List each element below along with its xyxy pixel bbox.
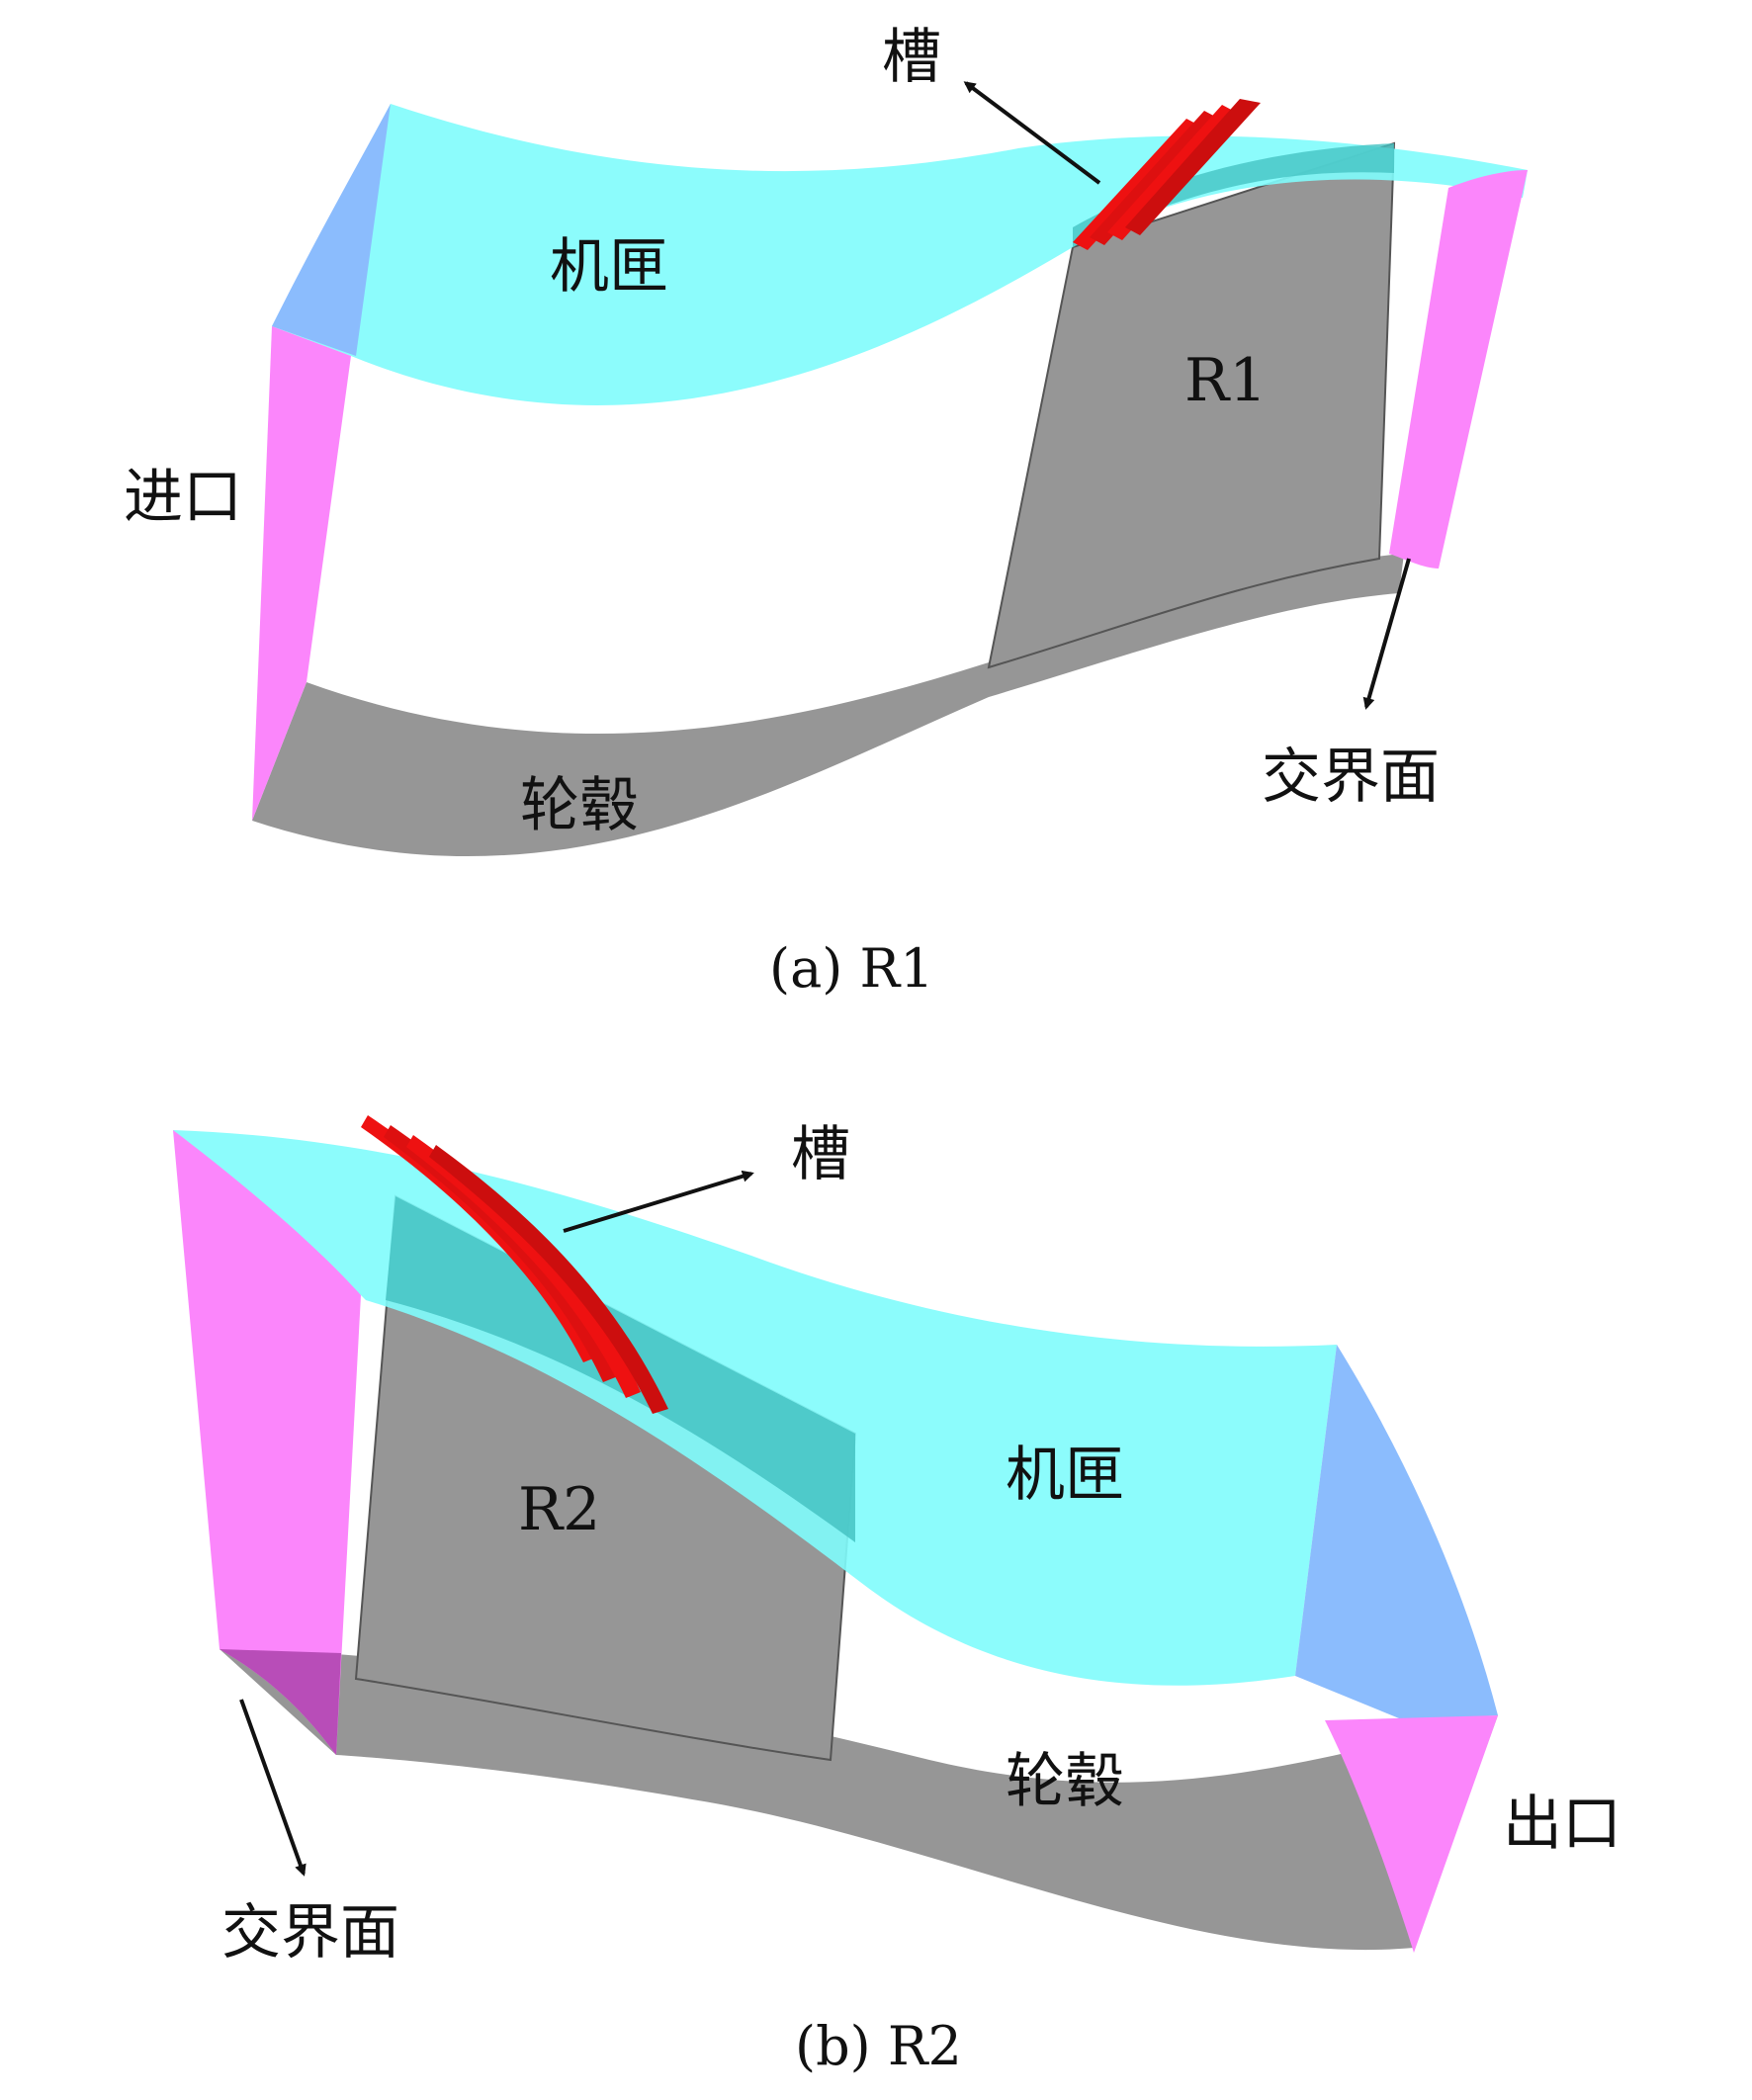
label-interface-a: 交界面 <box>1262 743 1440 812</box>
inlet-surface-a <box>252 326 351 821</box>
caption-a: (a) R1 <box>769 937 934 1000</box>
label-blade-r2: R2 <box>518 1475 600 1544</box>
label-hub-b: 轮毂 <box>1006 1747 1124 1816</box>
groove-slots-b <box>361 1115 668 1414</box>
outlet-overlap-b <box>1295 1345 1498 1720</box>
outlet-surface-b <box>1325 1715 1498 1953</box>
groove-arrow-b <box>563 1170 754 1233</box>
panel-b: 槽 R2 机匣 轮毂 出口 交界面 (b) R2 <box>173 1115 1621 2077</box>
label-casing-b: 机匣 <box>1006 1441 1124 1510</box>
interface-surface-a <box>1389 170 1528 569</box>
label-groove-b: 槽 <box>791 1120 850 1189</box>
hub-surface-a <box>252 554 1404 857</box>
casing-blade-overlap-a <box>1073 143 1394 247</box>
caption-b: (b) R2 <box>795 2015 962 2077</box>
groove-slots-a <box>1073 99 1261 250</box>
hub-surface-b <box>219 1649 1498 1951</box>
inlet-overlap-a <box>272 104 391 356</box>
label-blade-r1: R1 <box>1184 346 1267 415</box>
interface-surface-b <box>173 1130 361 1755</box>
groove-arrow-a <box>963 81 1101 185</box>
interface-arrow-a <box>1362 558 1411 710</box>
label-casing-a: 机匣 <box>550 232 668 302</box>
label-inlet: 进口 <box>124 463 242 532</box>
interface-arrow-b <box>239 1699 307 1877</box>
blade-r1 <box>987 141 1396 669</box>
label-interface-b: 交界面 <box>221 1898 399 1968</box>
label-outlet: 出口 <box>1503 1790 1621 1859</box>
interface-shadow-b <box>219 1649 341 1755</box>
label-hub-a: 轮毂 <box>520 771 639 840</box>
label-groove-a: 槽 <box>882 23 941 92</box>
panel-a: 槽 机匣 R1 进口 轮毂 交界面 (a) R1 <box>124 23 1528 1000</box>
